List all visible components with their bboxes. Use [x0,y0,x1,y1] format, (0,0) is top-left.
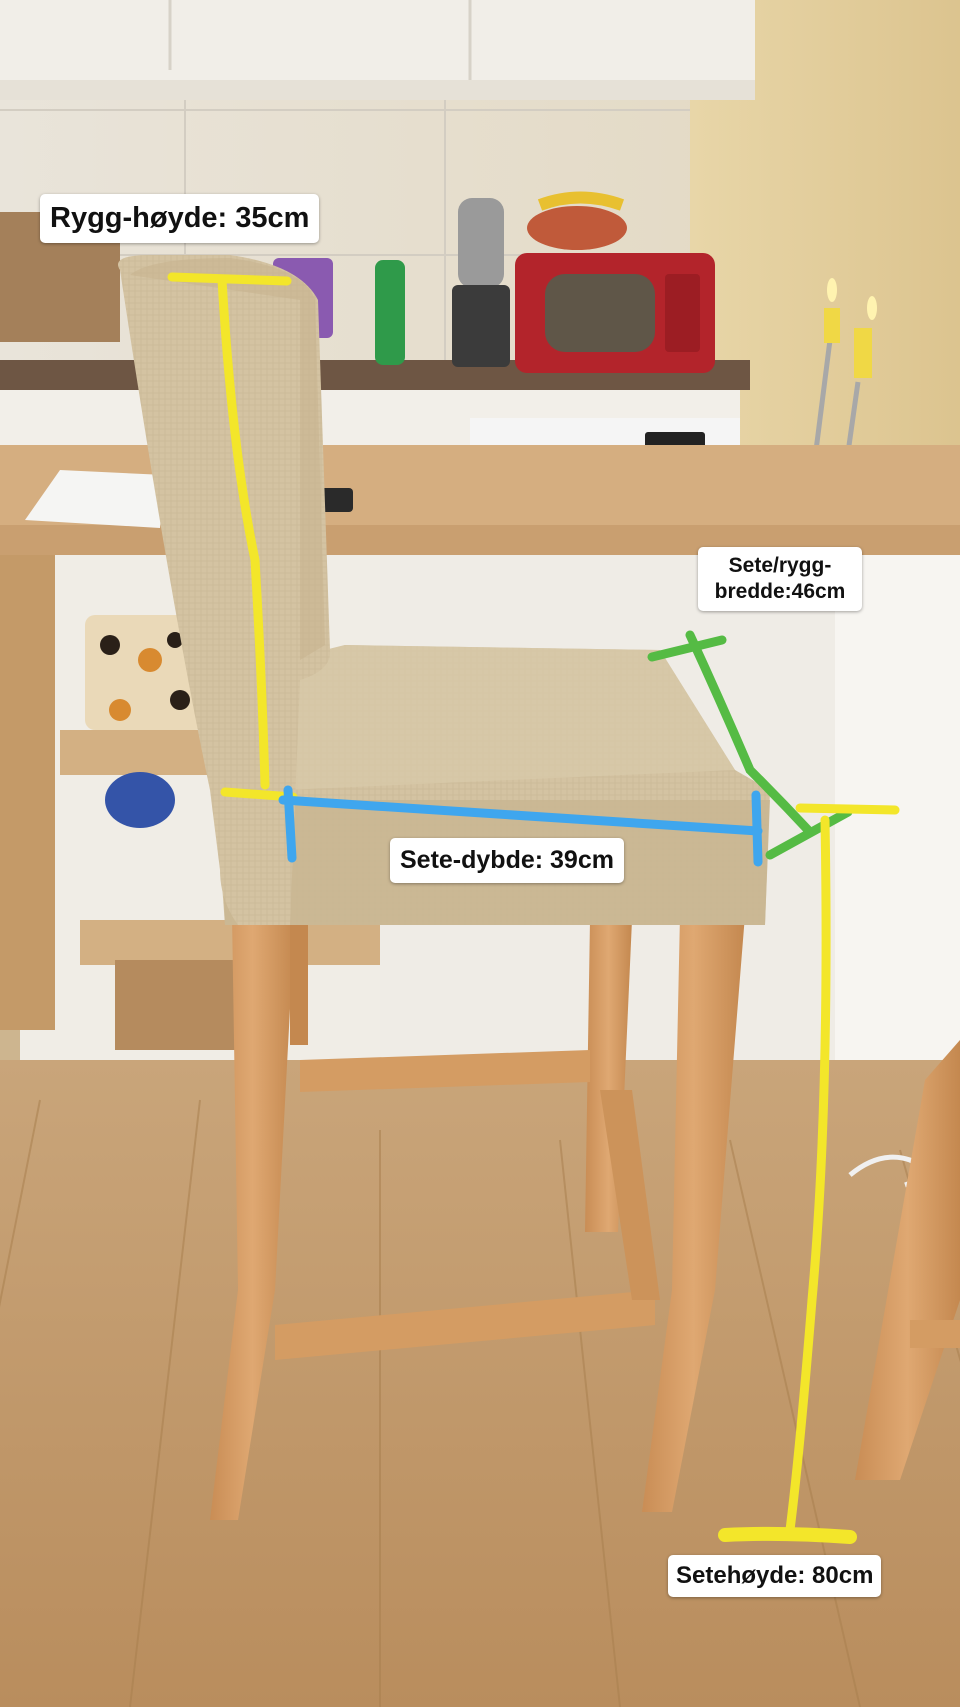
leopard-basket [85,615,205,730]
seat-depth-marker [278,785,763,867]
seat-height-label: Setehøyde: 80cm [668,1555,882,1597]
seat-back-width-label: Sete/rygg-bredde:46cm [698,547,862,611]
microwave [515,253,715,373]
kettle [452,198,510,367]
back-height-label: Rygg-høyde: 35cm [40,194,320,243]
upper-cabinets [0,0,755,100]
fruit-bowl [527,206,627,250]
island-side-panel [835,555,960,1135]
papers [25,470,165,528]
seat-depth-label: Sete-dybde: 39cm [390,838,624,883]
floor [0,1060,960,1707]
bar-stool [118,255,770,1520]
dish-soap-bottle [375,260,405,365]
bananas [537,191,625,211]
seat-height-marker [718,803,900,1544]
second-chair-leg [855,1040,960,1480]
seat-width-marker [647,630,853,860]
